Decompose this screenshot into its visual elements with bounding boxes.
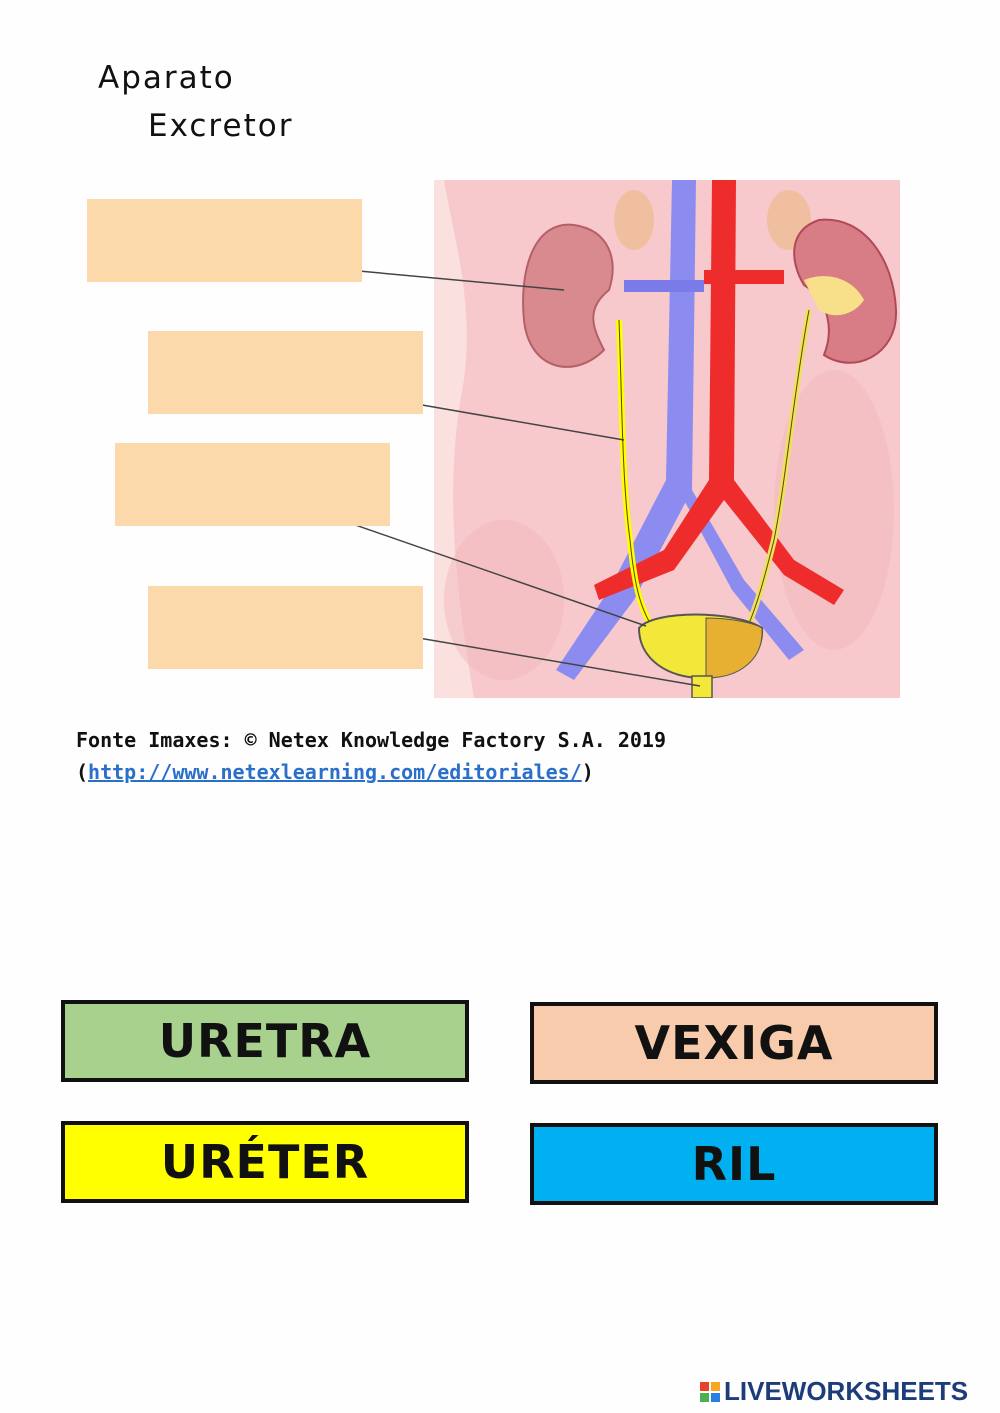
open-paren: ( [76,760,89,784]
brand-name: LIVEWORKSHEETS [724,1376,969,1406]
word-card-vexiga[interactable]: VEXIGA [530,1002,938,1084]
close-paren: ) [581,760,594,784]
image-credit-link-line: (http://www.netexlearning.com/editoriale… [76,760,594,784]
worksheet-title-line-2: Excretor [148,108,294,144]
urinary-system-illustration [434,180,900,698]
answer-drop-zone-bladder[interactable] [115,443,390,526]
credit-link[interactable]: http://www.netexlearning.com/editoriales… [88,760,582,784]
liveworksheets-logo-icon [700,1381,720,1402]
liveworksheets-branding: LIVEWORKSHEETS [700,1376,968,1407]
image-credit: Fonte Imaxes: © Netex Knowledge Factory … [76,728,667,752]
word-card-ureter[interactable]: URÉTER [61,1121,469,1203]
word-card-ril[interactable]: RIL [530,1123,938,1205]
answer-drop-zone-urethra[interactable] [148,586,423,669]
word-card-uretra[interactable]: URETRA [61,1000,469,1082]
answer-drop-zone-kidney[interactable] [87,199,362,282]
worksheet-title-line-1: Aparato [98,60,235,96]
answer-drop-zone-ureter[interactable] [148,331,423,414]
